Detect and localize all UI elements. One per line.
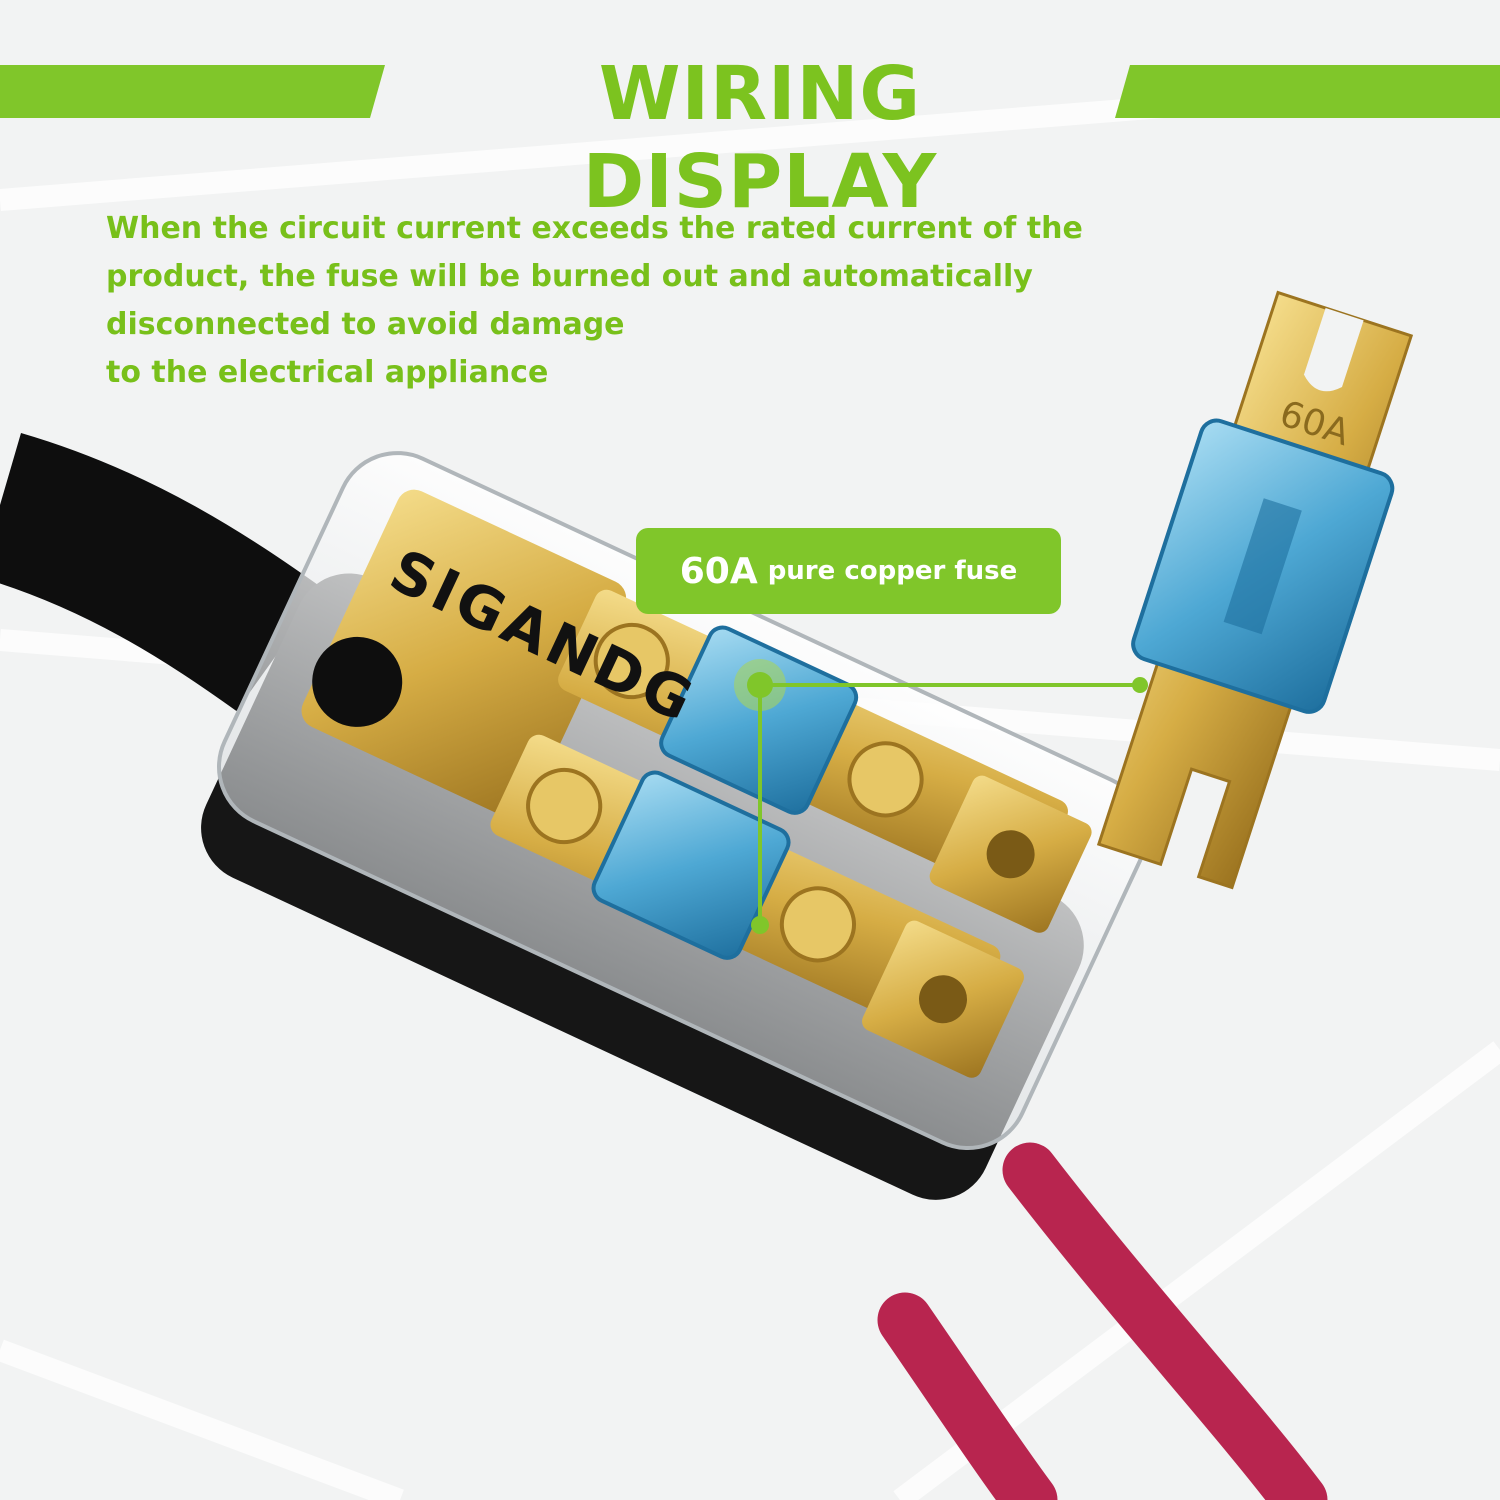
description-line-1: When the circuit current exceeds the rat… xyxy=(106,211,1083,246)
callout-rating: 60A xyxy=(679,550,758,592)
red-wire-1 xyxy=(1002,1142,1328,1500)
screw-4 xyxy=(779,886,856,963)
loose-mini-fuse: 60A xyxy=(1096,290,1414,890)
callout-text: pure copper fuse xyxy=(767,556,1018,586)
description-line-3: disconnected to avoid damage xyxy=(106,307,625,342)
black-cable xyxy=(0,433,324,712)
description-line-2: product, the fuse will be burned out and… xyxy=(106,259,1033,294)
fuse-2 xyxy=(591,770,791,960)
fuse-callout-label: 60A pure copper fuse xyxy=(636,528,1061,614)
output-hole-2 xyxy=(919,975,968,1024)
fuse-top-slot xyxy=(1303,308,1364,392)
red-wire-2 xyxy=(877,1292,1058,1500)
output-hole-1 xyxy=(986,830,1035,879)
fuse-element xyxy=(1223,498,1302,635)
screw-3 xyxy=(847,741,924,818)
screw-1 xyxy=(593,623,670,700)
headline: WIRING DISPLAY xyxy=(582,51,938,225)
description: When the circuit current exceeds the rat… xyxy=(106,205,1106,397)
callout-tip-dot xyxy=(751,916,769,934)
banner-bar-left xyxy=(0,65,385,118)
input-hole xyxy=(312,636,403,727)
callout-end-dot xyxy=(1132,677,1148,693)
banner-bar-right xyxy=(1115,65,1500,118)
screw-2 xyxy=(526,768,603,845)
fuse-distribution-block: SIGANDG xyxy=(201,451,1149,1200)
description-line-4: to the electrical appliance xyxy=(106,355,549,390)
